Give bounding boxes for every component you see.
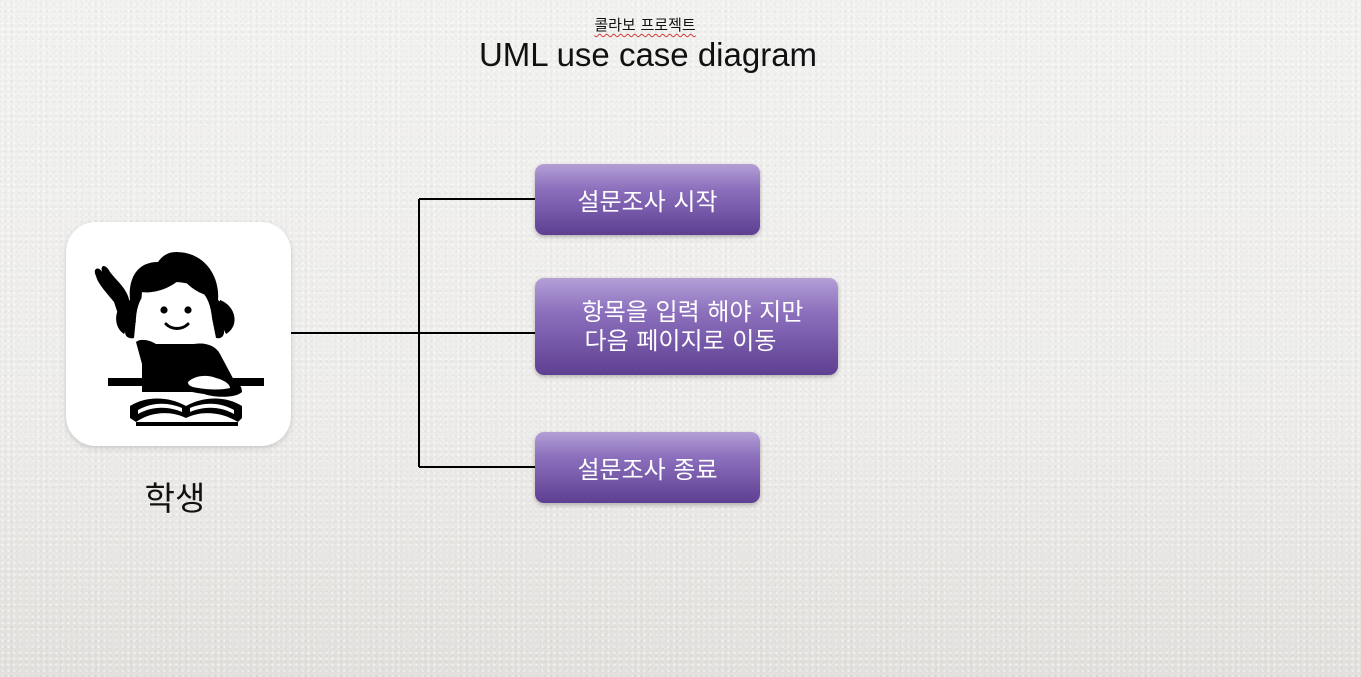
project-name: 콜라보 프로젝트 — [0, 14, 1290, 35]
actor-student — [66, 222, 291, 446]
use-case-end-survey: 설문조사 종료 — [535, 432, 760, 503]
use-case-end-survey-label: 설문조사 종료 — [577, 456, 718, 484]
project-name-text: 콜라보 프로젝트 — [594, 16, 696, 34]
use-case-line-1: 항목을 입력 해야 지만 — [581, 297, 804, 326]
use-case-line-2: 다음 페이지로 이동 — [584, 326, 777, 355]
use-case-start-survey: 설문조사 시작 — [535, 164, 760, 235]
diagram-title: UML use case diagram — [478, 36, 818, 73]
use-case-required-input-next-page: 항목을 입력 해야 지만 다음 페이지로 이동 — [535, 278, 838, 375]
actor-label: 학생 — [144, 479, 206, 518]
use-case-start-survey-label: 설문조사 시작 — [577, 188, 718, 216]
student-writing-icon — [94, 252, 264, 426]
